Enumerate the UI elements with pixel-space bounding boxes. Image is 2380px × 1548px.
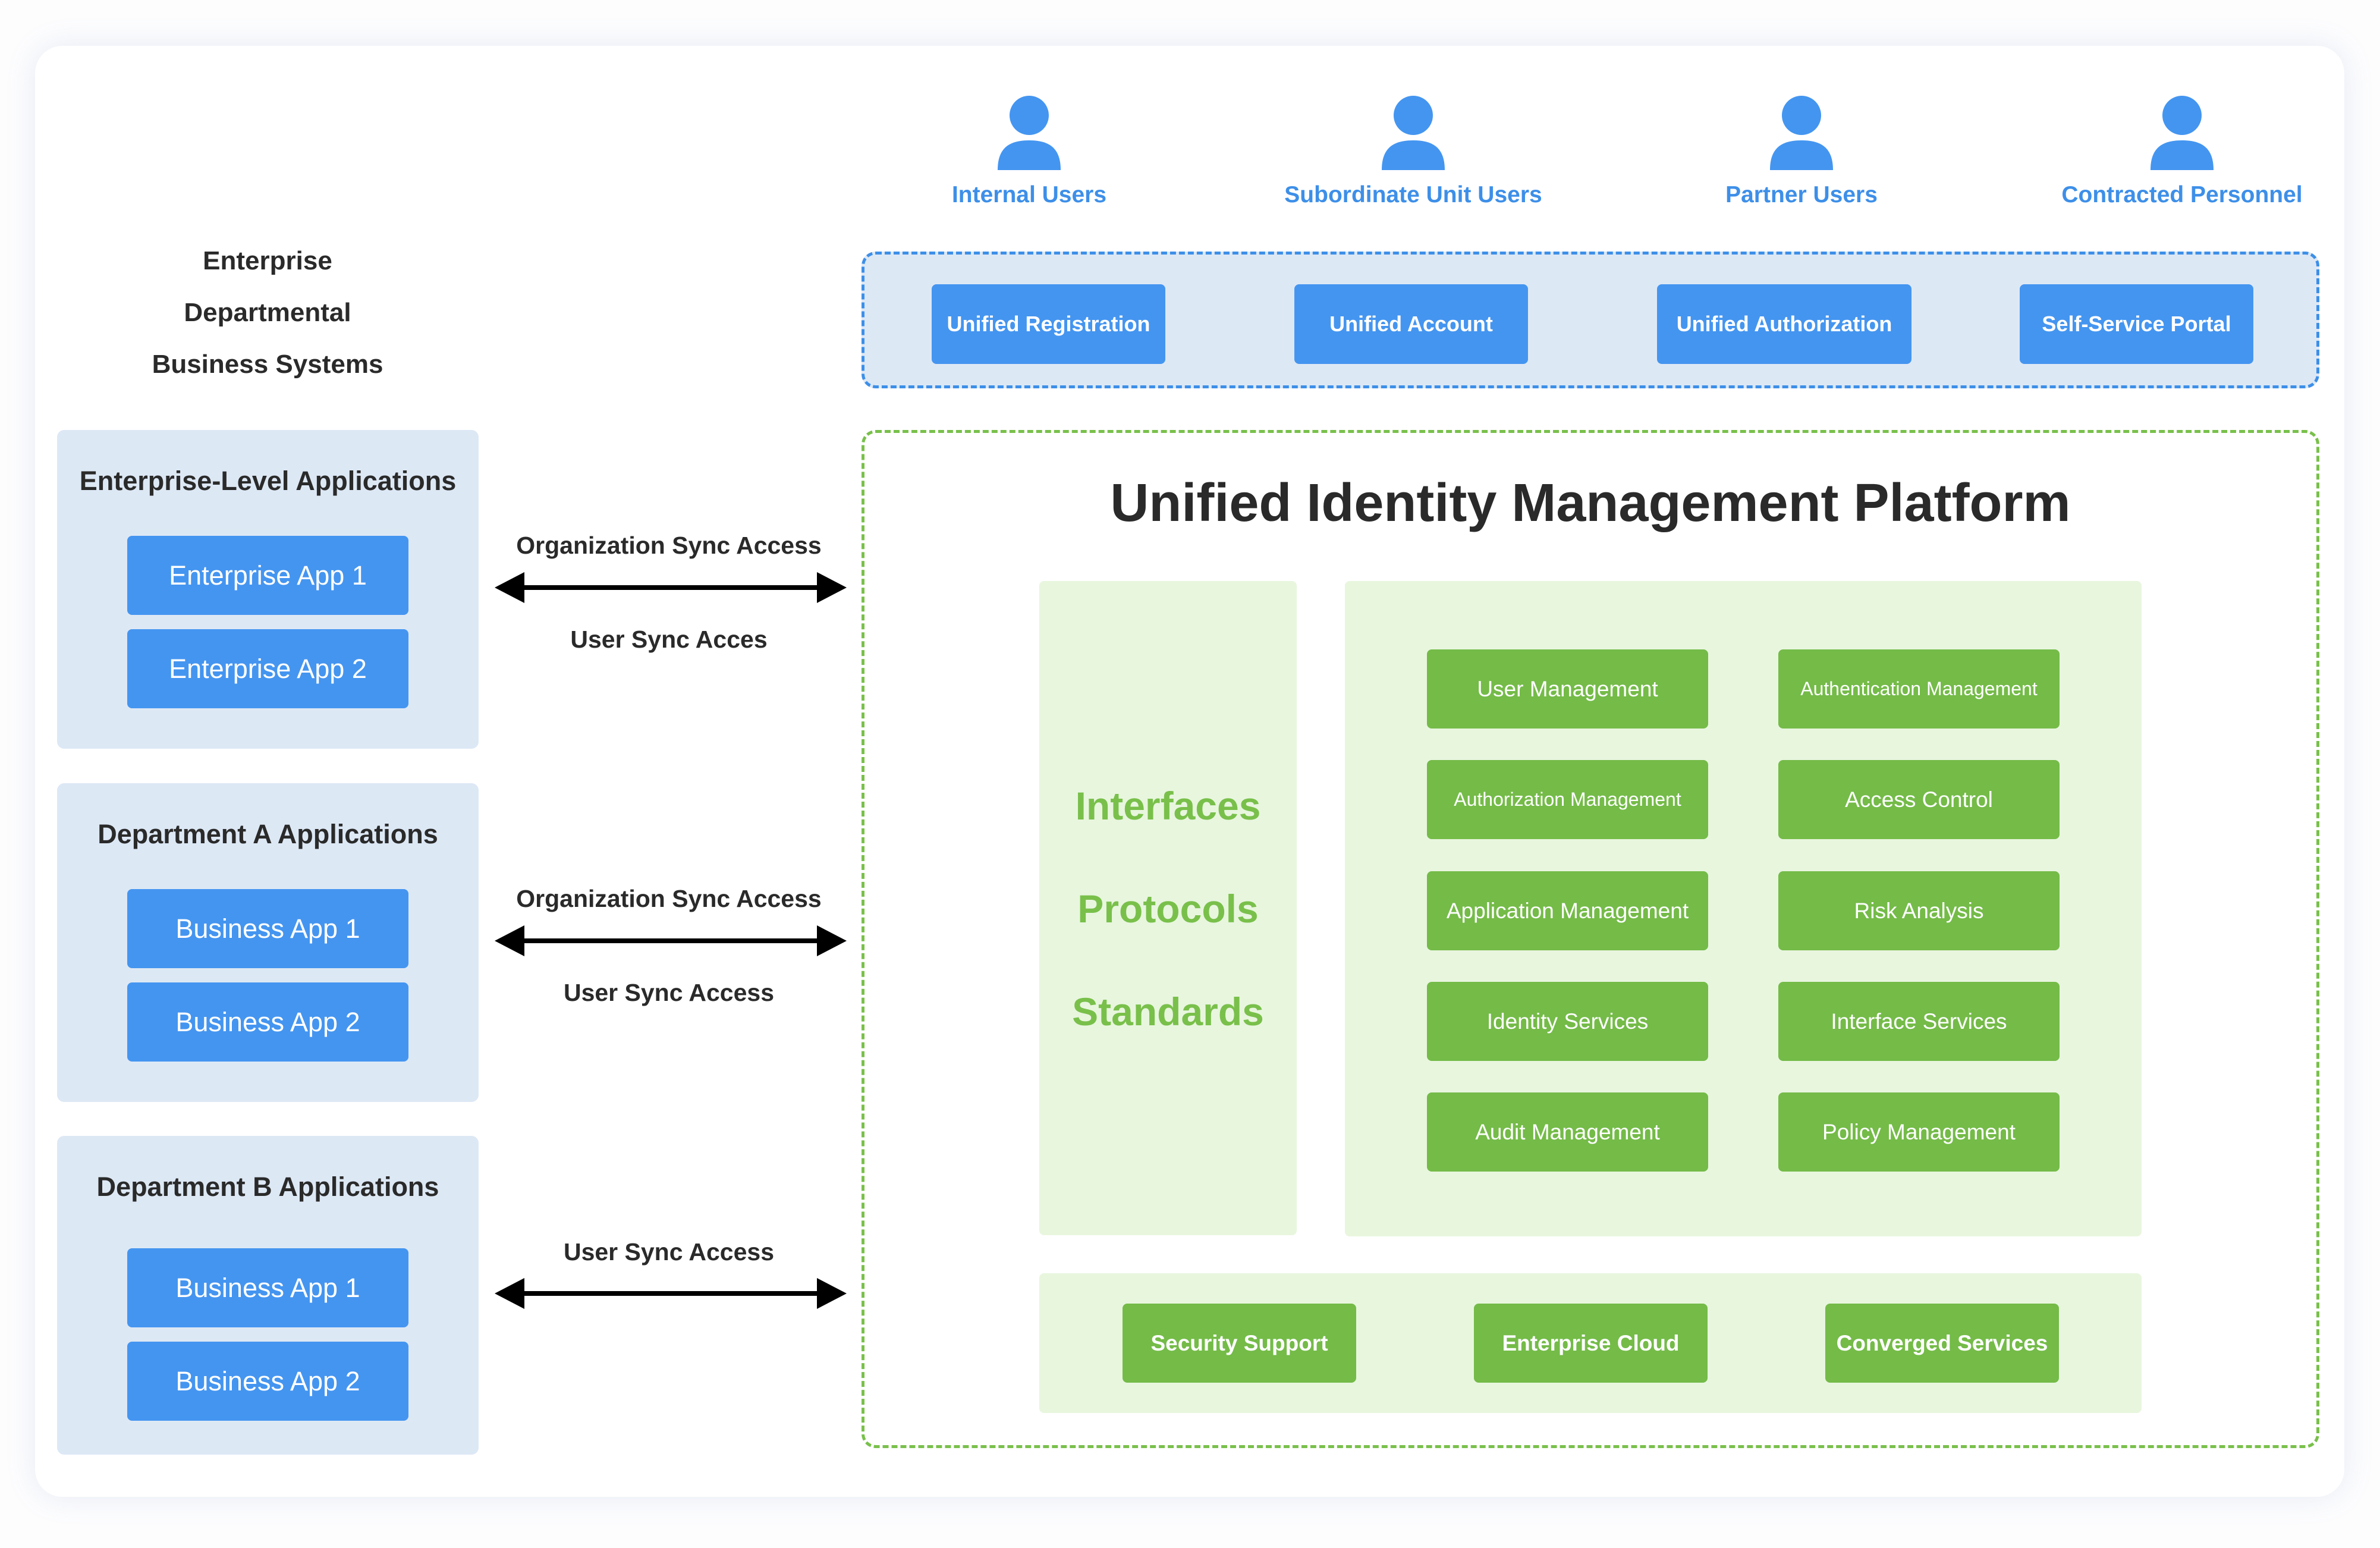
user-icon bbox=[2151, 96, 2214, 170]
arrow-bottom-label: User Sync Access bbox=[563, 979, 775, 1006]
side-title: Enterprise Departmental Business Systems bbox=[95, 235, 440, 390]
security-support-button[interactable]: Security Support bbox=[1123, 1304, 1356, 1383]
user-partner: Partner Users bbox=[1635, 94, 1968, 231]
double-arrow-icon bbox=[495, 572, 847, 603]
unified-registration-button[interactable]: Unified Registration bbox=[932, 284, 1165, 364]
unified-account-button[interactable]: Unified Account bbox=[1294, 284, 1528, 364]
side-title-line: Enterprise bbox=[203, 246, 332, 275]
interfaces-label: Interfaces bbox=[1075, 784, 1261, 828]
user-icon bbox=[998, 96, 1061, 170]
app-button[interactable]: Enterprise App 1 bbox=[127, 536, 408, 615]
user-icon bbox=[1382, 96, 1445, 170]
group-title: Enterprise-Level Applications bbox=[79, 466, 457, 496]
side-title-line: Business Systems bbox=[152, 350, 383, 379]
protocols-label: Protocols bbox=[1077, 887, 1259, 931]
enterprise-cloud-button[interactable]: Enterprise Cloud bbox=[1474, 1304, 1708, 1383]
double-arrow-icon bbox=[495, 925, 847, 956]
policy-management-button[interactable]: Policy Management bbox=[1778, 1092, 2060, 1172]
unified-access-box: Unified Registration Unified Account Uni… bbox=[862, 252, 2319, 388]
group-title: Department B Applications bbox=[96, 1172, 439, 1202]
app-button[interactable]: Business App 2 bbox=[127, 1342, 408, 1421]
arrow-bottom-label: User Sync Acces bbox=[570, 626, 768, 653]
user-label: Contracted Personnel bbox=[2061, 182, 2303, 208]
risk-analysis-button[interactable]: Risk Analysis bbox=[1778, 871, 2060, 950]
app-button[interactable]: Enterprise App 2 bbox=[127, 629, 408, 708]
authentication-management-button[interactable]: Authentication Management bbox=[1778, 649, 2060, 729]
user-subordinate: Subordinate Unit Users bbox=[1247, 94, 1580, 231]
user-internal: Internal Users bbox=[863, 94, 1196, 231]
double-arrow-icon bbox=[495, 1278, 847, 1309]
arrow-top-label: Organization Sync Access bbox=[516, 532, 822, 559]
department-b-group: Department B Applications Business App 1… bbox=[57, 1136, 479, 1455]
user-management-button[interactable]: User Management bbox=[1427, 649, 1708, 729]
app-button[interactable]: Business App 1 bbox=[127, 1248, 408, 1327]
authorization-management-button[interactable]: Authorization Management bbox=[1427, 760, 1708, 839]
standards-panel: Interfaces Protocols Standards bbox=[1039, 581, 1297, 1235]
group-title: Department A Applications bbox=[98, 819, 438, 849]
self-service-portal-button[interactable]: Self-Service Portal bbox=[2020, 284, 2253, 364]
user-contracted: Contracted Personnel bbox=[2016, 94, 2348, 231]
application-management-button[interactable]: Application Management bbox=[1427, 871, 1708, 950]
app-button[interactable]: Business App 1 bbox=[127, 889, 408, 968]
side-title-line: Departmental bbox=[184, 298, 351, 327]
standards-label: Standards bbox=[1072, 990, 1264, 1034]
user-label: Internal Users bbox=[951, 182, 1107, 208]
unified-authorization-button[interactable]: Unified Authorization bbox=[1657, 284, 1911, 364]
identity-services-button[interactable]: Identity Services bbox=[1427, 982, 1708, 1061]
access-control-button[interactable]: Access Control bbox=[1778, 760, 2060, 839]
arrow-top-label: User Sync Access bbox=[563, 1238, 775, 1266]
audit-management-button[interactable]: Audit Management bbox=[1427, 1092, 1708, 1172]
enterprise-level-group: Enterprise-Level Applications Enterprise… bbox=[57, 430, 479, 749]
department-a-group: Department A Applications Business App 1… bbox=[57, 783, 479, 1102]
user-icon bbox=[1770, 96, 1833, 170]
app-button[interactable]: Business App 2 bbox=[127, 982, 408, 1062]
interface-services-button[interactable]: Interface Services bbox=[1778, 982, 2060, 1061]
arrow-top-label: Organization Sync Access bbox=[516, 885, 822, 912]
platform-title: Unified Identity Management Platform bbox=[1110, 473, 2071, 533]
converged-services-button[interactable]: Converged Services bbox=[1825, 1304, 2059, 1383]
user-label: Subordinate Unit Users bbox=[1284, 182, 1542, 208]
user-label: Partner Users bbox=[1725, 182, 1878, 208]
